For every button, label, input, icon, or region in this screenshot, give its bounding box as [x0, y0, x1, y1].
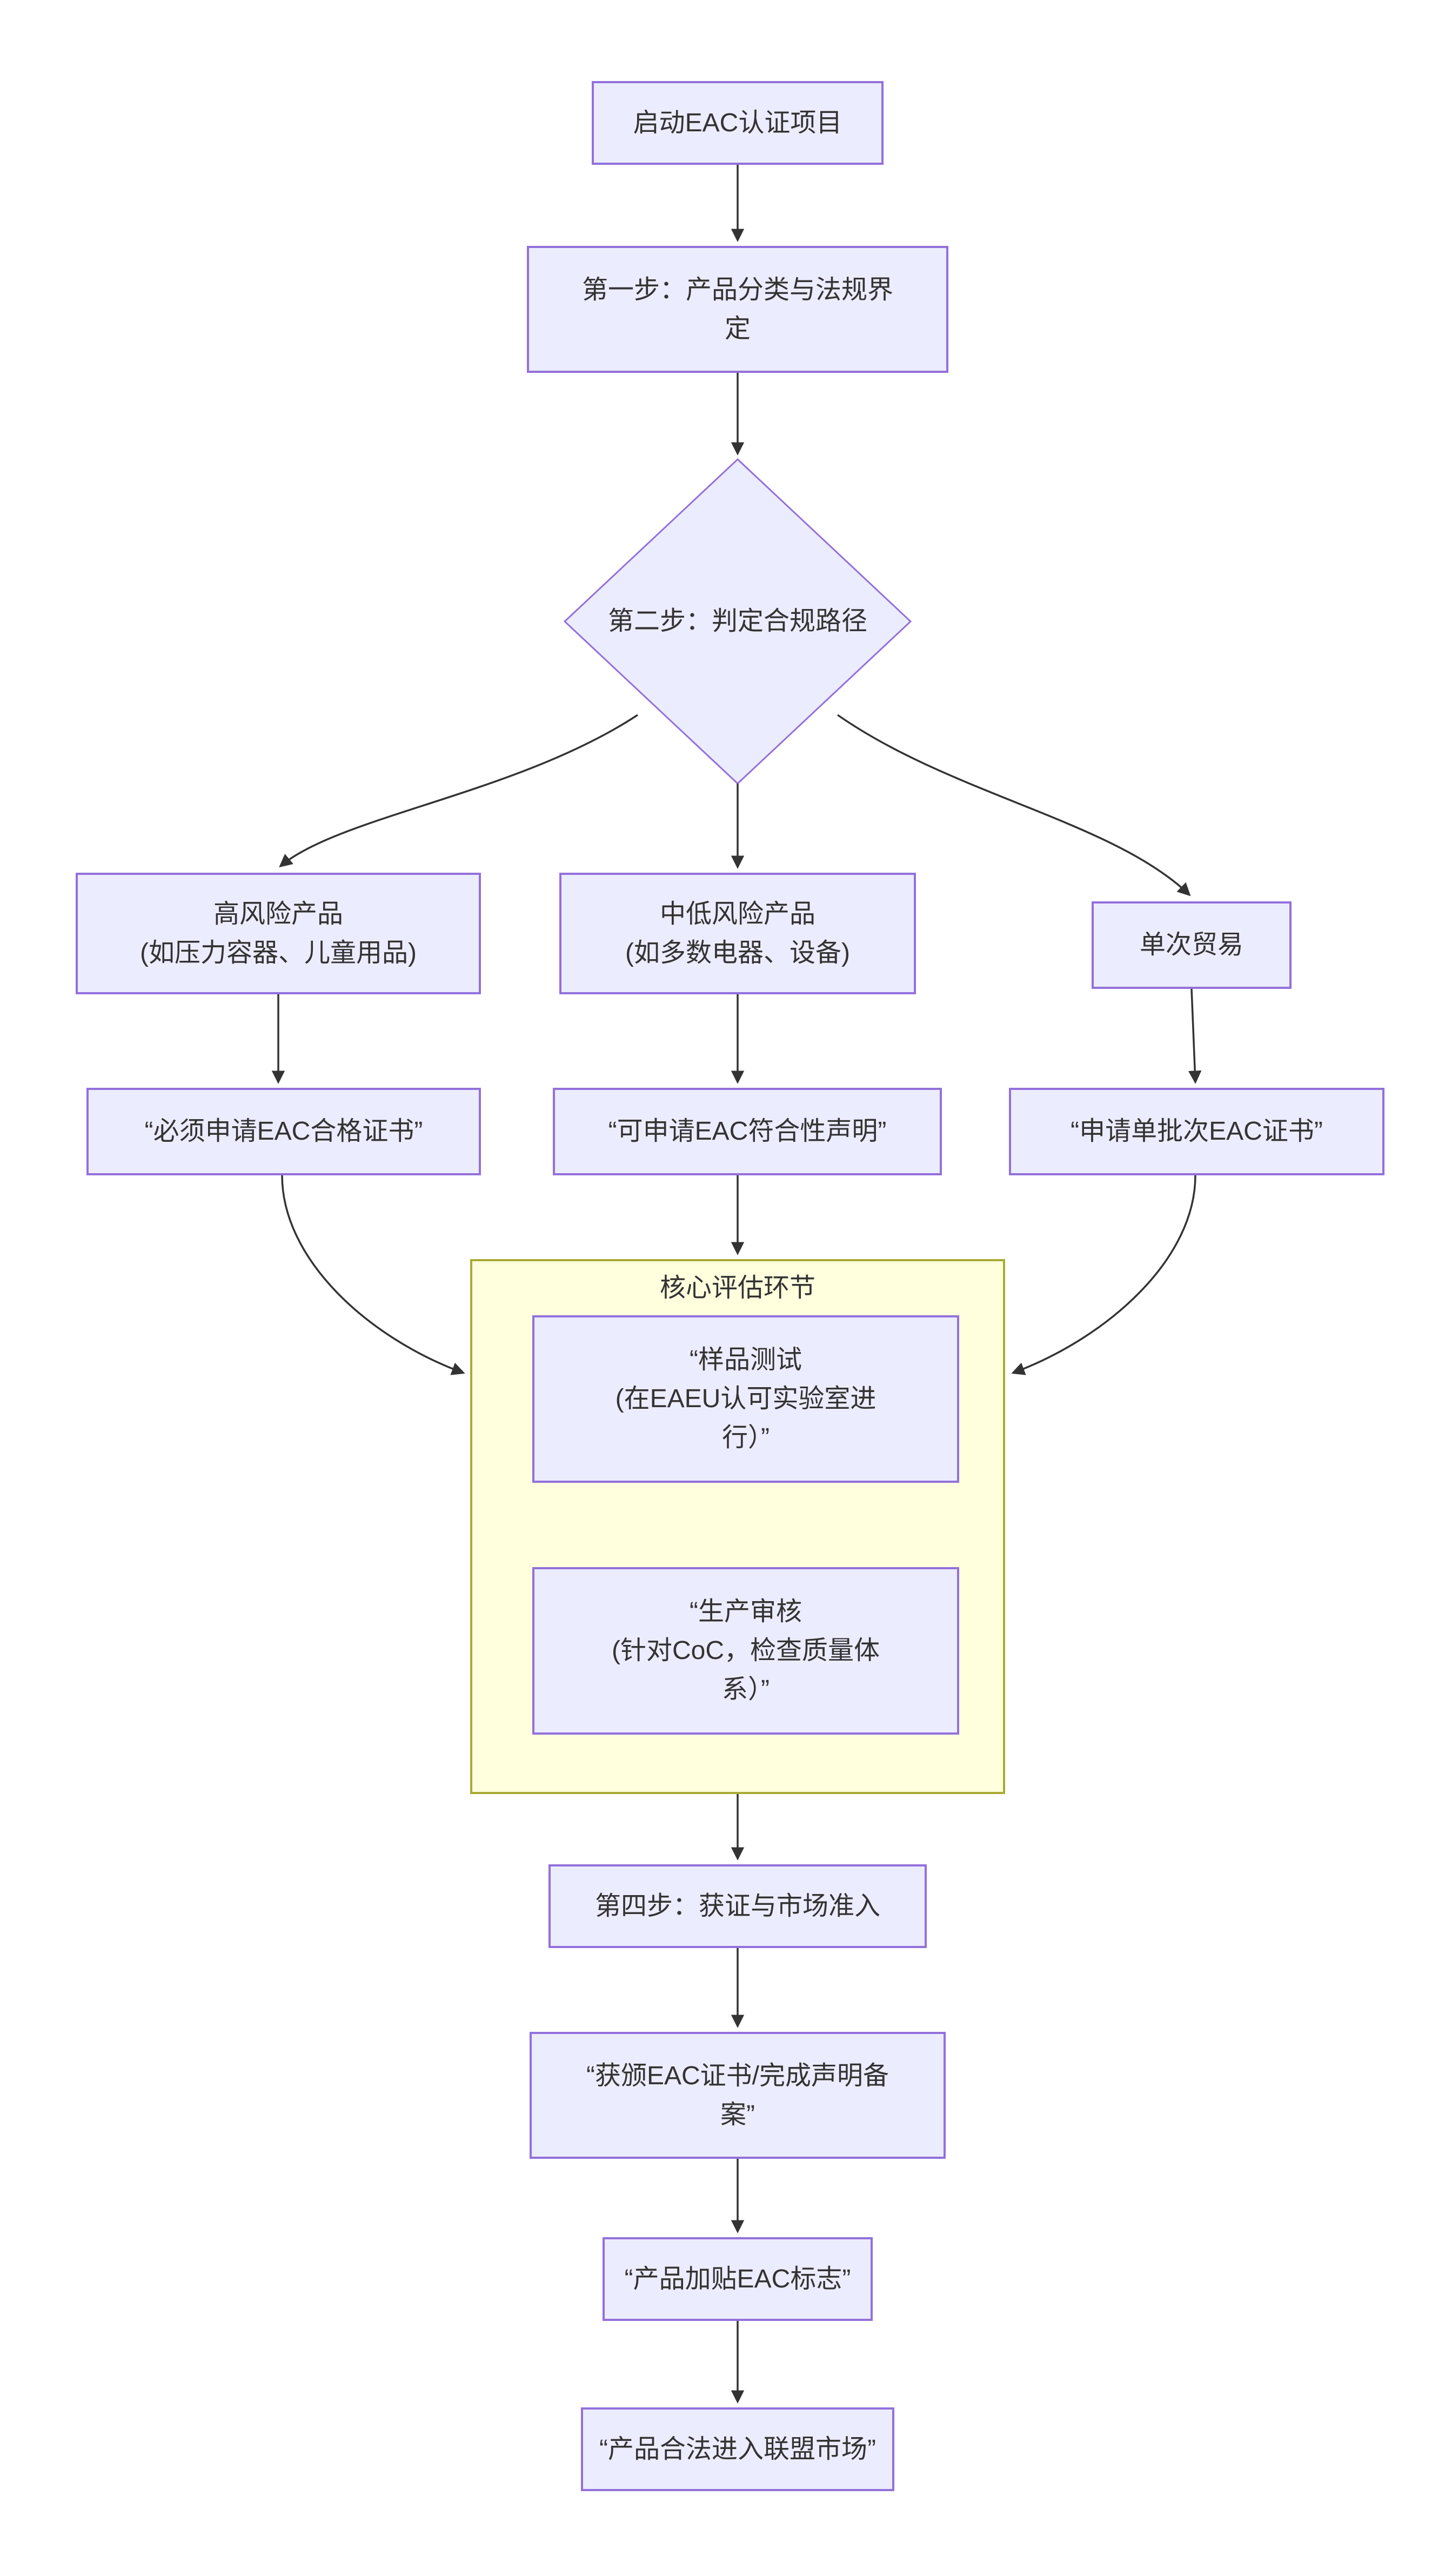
node-market: “产品合法进入联盟市场”	[581, 2407, 894, 2491]
edge-single-trade-batch	[1188, 988, 1202, 1084]
node-production-audit: “生产审核 (针对CoC，检查质量体 系）”	[532, 1567, 959, 1735]
edge-batch-cluster	[1011, 1175, 1196, 1375]
node-sample-test: “样品测试 (在EAEU认可实验室进 行）”	[532, 1315, 959, 1483]
node-step4: 第四步：获证与市场准入	[548, 1864, 927, 1948]
node-high-risk: 高风险产品 (如压力容器、儿童用品)	[76, 873, 481, 994]
node-start: 启动EAC认证项目	[592, 81, 884, 165]
edge-decision-high-risk	[279, 714, 638, 868]
node-step1: 第一步：产品分类与法规界 定	[527, 246, 948, 373]
node-mid-risk: 中低风险产品 (如多数电器、设备)	[559, 873, 916, 994]
node-decision-label: 第二步：判定合规路径	[607, 607, 867, 635]
node-declaration-option: “可申请EAC符合性声明”	[553, 1088, 942, 1175]
edge-cert-cluster	[281, 1175, 465, 1375]
node-grant: “获颁EAC证书/完成声明备 案”	[530, 2032, 946, 2159]
edge-decision-single-trade	[837, 714, 1191, 896]
node-batch-cert: “申请单批次EAC证书”	[1009, 1088, 1384, 1175]
node-cert-required: “必须申请EAC合格证书”	[86, 1088, 481, 1175]
node-single-trade: 单次贸易	[1092, 901, 1292, 989]
node-mark: “产品加贴EAC标志”	[603, 2237, 873, 2321]
cluster-title: 核心评估环节	[659, 1274, 815, 1302]
